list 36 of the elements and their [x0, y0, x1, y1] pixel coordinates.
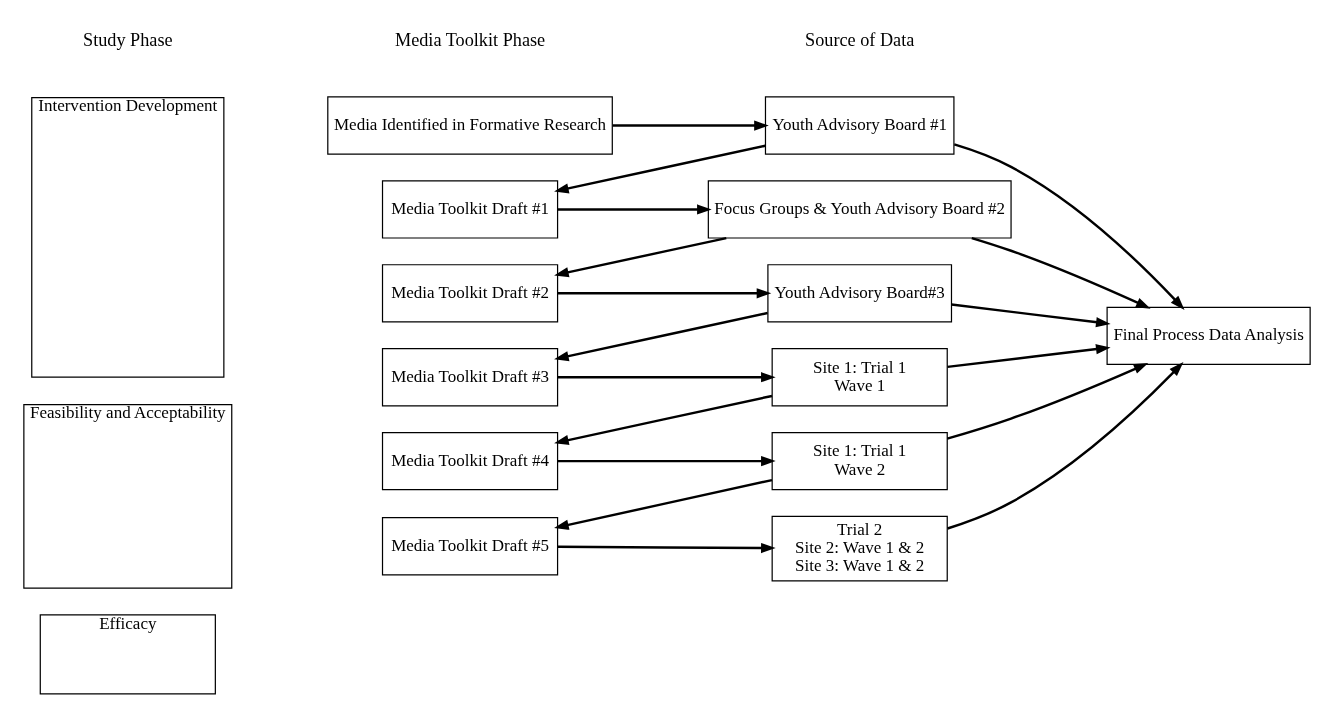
node-box: Efficacy	[39, 614, 216, 695]
node-box: Media Toolkit Draft #5	[381, 517, 559, 576]
arrow	[557, 372, 776, 383]
arrow	[947, 362, 1184, 530]
node-box: Site 1: Trial 1 Wave 2	[771, 431, 948, 491]
arrow	[612, 120, 769, 131]
node-box: Youth Advisory Board#3	[767, 264, 953, 323]
node-box: Media Toolkit Draft #1	[381, 180, 559, 239]
arrow	[953, 143, 1185, 310]
node-box: Focus Groups & Youth Advisory Board #2	[707, 180, 1012, 239]
node-box: Intervention Development	[31, 96, 225, 378]
arrow	[554, 144, 766, 194]
node-box: Site 1: Trial 1 Wave 1	[771, 348, 948, 407]
node-box: Media Identified in Formative Research	[327, 96, 613, 155]
arrow	[557, 542, 776, 554]
label: Media Toolkit Phase	[394, 29, 546, 50]
arrow	[971, 236, 1151, 309]
node-box: Media Toolkit Draft #2	[381, 264, 559, 323]
node-box: Feasibility and Acceptability	[23, 403, 233, 589]
arrow	[554, 311, 768, 362]
node-box: Final Process Data Analysis	[1106, 306, 1311, 366]
node-box: Trial 2 Site 2: Wave 1 & 2 Site 3: Wave 1 & 2	[771, 515, 948, 582]
node-box: Youth Advisory Board #1	[764, 96, 955, 155]
arrow	[951, 303, 1111, 328]
arrow	[947, 344, 1111, 369]
arrow	[554, 236, 727, 278]
label: Source of Data	[805, 29, 915, 50]
arrow	[554, 394, 773, 446]
node-box: Media Toolkit Draft #3	[381, 348, 559, 407]
arrow	[946, 363, 1149, 440]
arrow	[554, 478, 773, 530]
label: Study Phase	[83, 29, 173, 50]
node-box: Media Toolkit Draft #4	[381, 431, 559, 491]
arrow	[557, 288, 772, 299]
arrow	[557, 455, 776, 467]
arrow	[557, 204, 712, 215]
